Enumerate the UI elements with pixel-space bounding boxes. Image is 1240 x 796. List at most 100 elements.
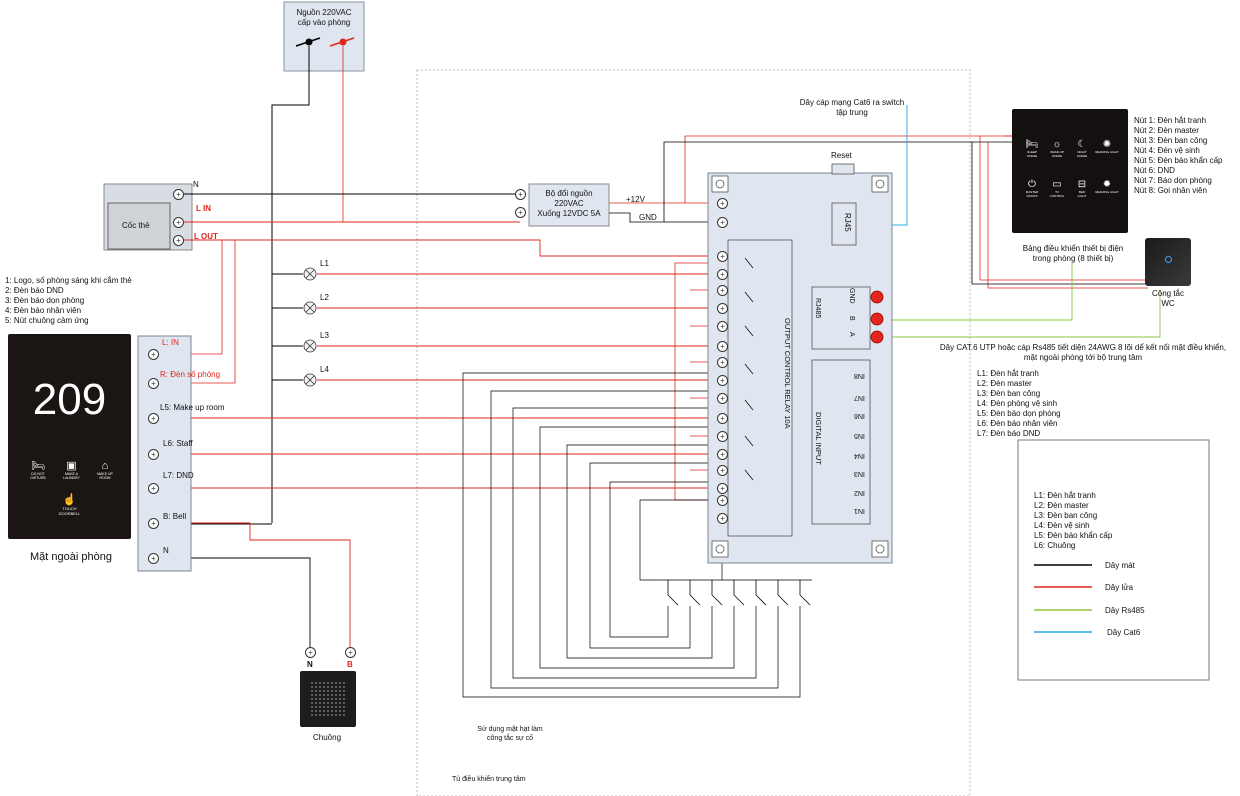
cat6-note: Dây cáp mạng Cat6 ra switch tập trung (799, 98, 905, 117)
terminal-screw-icon: + (717, 465, 728, 476)
power-source-title: Nguồn 220VAC cấp vào phòng (296, 8, 352, 27)
lamp-symbols (303, 267, 317, 387)
terminal-screw-icon: + (717, 357, 728, 368)
card-switch-l-out: L OUT (194, 232, 218, 241)
hand-icon: ☝ (62, 494, 77, 506)
terminal-screw-icon: + (717, 321, 728, 332)
psu-plus-label: +12V (626, 195, 645, 204)
term-l7: L7: DND (163, 471, 194, 480)
din-pin-label: IN4 (854, 452, 865, 459)
terminal-screw-icon: + (717, 251, 728, 262)
bell-n-label: N (307, 660, 313, 669)
terminal-screw-icon: + (717, 285, 728, 296)
card-switch-label: Cốc thẻ (122, 221, 150, 230)
legend-wire-rs485: Dây Rs485 (1105, 606, 1145, 615)
wc-switch (1145, 238, 1191, 286)
terminal-screw-icon: + (305, 647, 316, 658)
terminal-screw-icon: + (173, 235, 184, 246)
bell-device (300, 671, 356, 727)
din-pin-label: IN8 (854, 372, 865, 379)
legend-wire-cat6: Dây Cat6 (1107, 628, 1141, 637)
din-pin-label: IN1 (854, 507, 865, 514)
relay-mapping: L1: Đèn hắt tranh L2: Đèn master L3: Đèn… (977, 369, 1061, 438)
terminal-screw-icon: + (148, 378, 159, 389)
cabinet-note: Sử dụng mặt hạt làm công tắc sự cố (477, 726, 543, 742)
term-bell: B: Bell (163, 512, 187, 521)
terminal-screw-icon: + (717, 269, 728, 280)
term-l-in: L: IN (162, 338, 179, 347)
power-source-box (283, 1, 365, 72)
terminal-screw-icon: + (717, 431, 728, 442)
room-number: 209 (32, 375, 107, 424)
rs485-b: B (848, 316, 855, 321)
term-l5: L5: Make up room (160, 403, 225, 412)
room-panel-caption: Bảng điều khiển thiết bị điện trong phòn… (1022, 244, 1124, 263)
term-n: N (163, 546, 169, 555)
terminal-screw-icon: + (717, 413, 728, 424)
wc-switch-caption: Công tắc WC (1151, 289, 1185, 308)
legend-wire-neutral: Dây mát (1105, 561, 1135, 570)
bulb-icon[interactable]: ✹READING LIGHT (1095, 179, 1119, 194)
indicator-icon (1165, 256, 1172, 263)
terminal-screw-icon: + (148, 349, 159, 360)
legend-wire-live: Dây lửa (1105, 583, 1134, 592)
din-pin-label: IN7 (854, 394, 865, 401)
terminal-screw-icon: + (515, 207, 526, 218)
terminal-screw-icon: + (717, 217, 728, 228)
bell-b-label: B (347, 660, 353, 669)
terminal-screw-icon: + (148, 413, 159, 424)
terminal-screw-icon: + (717, 513, 728, 524)
terminal-screw-icon: + (173, 217, 184, 228)
terminal-screw-icon: + (717, 341, 728, 352)
outer-panel-caption: Mặt ngoài phòng (30, 551, 112, 563)
reading-light-icon[interactable]: ✺READING LIGHT (1095, 139, 1119, 154)
terminal-screw-icon: + (148, 518, 159, 529)
terminal-screw-icon: + (173, 189, 184, 200)
terminal-screw-icon: + (515, 189, 526, 200)
lamp-label-l1: L1 (320, 259, 329, 268)
outer-panel-notes: 1: Logo, số phòng sáng khi cắm thẻ 2: Đè… (5, 276, 132, 325)
lamp-label-l3: L3 (320, 331, 329, 340)
lamp-lines (272, 273, 722, 381)
bell-caption: Chuông (313, 733, 342, 742)
speaker-grille-icon (310, 681, 346, 717)
din-pin-label: IN6 (854, 412, 865, 419)
rs485-a: A (848, 332, 855, 337)
rs485-gnd: GND (848, 288, 855, 304)
lamp-label-l2: L2 (320, 293, 329, 302)
card-switch-n: N (193, 180, 199, 189)
terminal-screw-icon: + (717, 393, 728, 404)
terminal-screw-icon: + (345, 647, 356, 658)
cabinet-outline (416, 69, 971, 796)
din-pin-label: IN2 (854, 489, 865, 496)
psu-box (528, 183, 610, 227)
terminal-screw-icon: + (148, 553, 159, 564)
terminal-screw-icon: + (717, 449, 728, 460)
cabinet-caption: Tủ điều khiển trung tâm (452, 776, 526, 783)
psu-label: Bộ đổi nguồn 220VAC Xuống 12VDC 5A (537, 189, 601, 218)
terminal-screw-icon: + (148, 449, 159, 460)
room-panel-buttons: Nút 1: Đèn hắt tranh Nút 2: Đèn master N… (1134, 116, 1223, 195)
rj45-label: RJ45 (843, 213, 852, 232)
relay-label: OUTPUT CONTROL RELAY 10A (783, 318, 792, 429)
rs485-label: RJ485 (814, 298, 821, 319)
reset-label: Reset (831, 151, 852, 160)
terminal-screw-icon: + (717, 495, 728, 506)
terminal-screw-icon: + (717, 303, 728, 314)
term-l6: L6: Staff (163, 439, 193, 448)
din-pin-label: IN3 (854, 470, 865, 477)
cable-note: Dây CAT.6 UTP hoặc cáp Rs485 tiết diện 2… (939, 343, 1227, 362)
digital-input-label: DIGITAL INPUT (814, 412, 823, 465)
